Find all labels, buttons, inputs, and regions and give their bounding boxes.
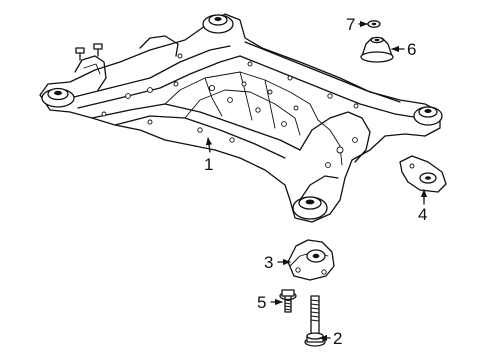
bushing-front-right xyxy=(202,14,234,34)
callout-7: 7 xyxy=(346,15,355,34)
callout-1: 1 xyxy=(204,155,213,174)
callout-numbers: 1 2 3 4 5 6 7 xyxy=(204,15,427,348)
bushing-front-left xyxy=(41,87,75,108)
callout-6: 6 xyxy=(407,40,416,59)
bolt-short-drawing xyxy=(279,289,297,313)
callout-2: 2 xyxy=(333,329,342,348)
bracket-lower-drawing xyxy=(287,239,335,281)
insulator-drawing xyxy=(360,36,394,63)
bolt-long-drawing xyxy=(304,295,326,347)
callout-4: 4 xyxy=(418,205,427,224)
crossmember-drawing xyxy=(39,13,443,223)
leader-lines xyxy=(205,20,428,342)
bushing-rear-left xyxy=(292,196,328,220)
callout-3: 3 xyxy=(264,253,273,272)
bushing-rear-right xyxy=(413,106,443,126)
bracket-right-drawing xyxy=(399,155,447,193)
callout-5: 5 xyxy=(257,293,266,312)
nut-drawing xyxy=(367,20,381,28)
